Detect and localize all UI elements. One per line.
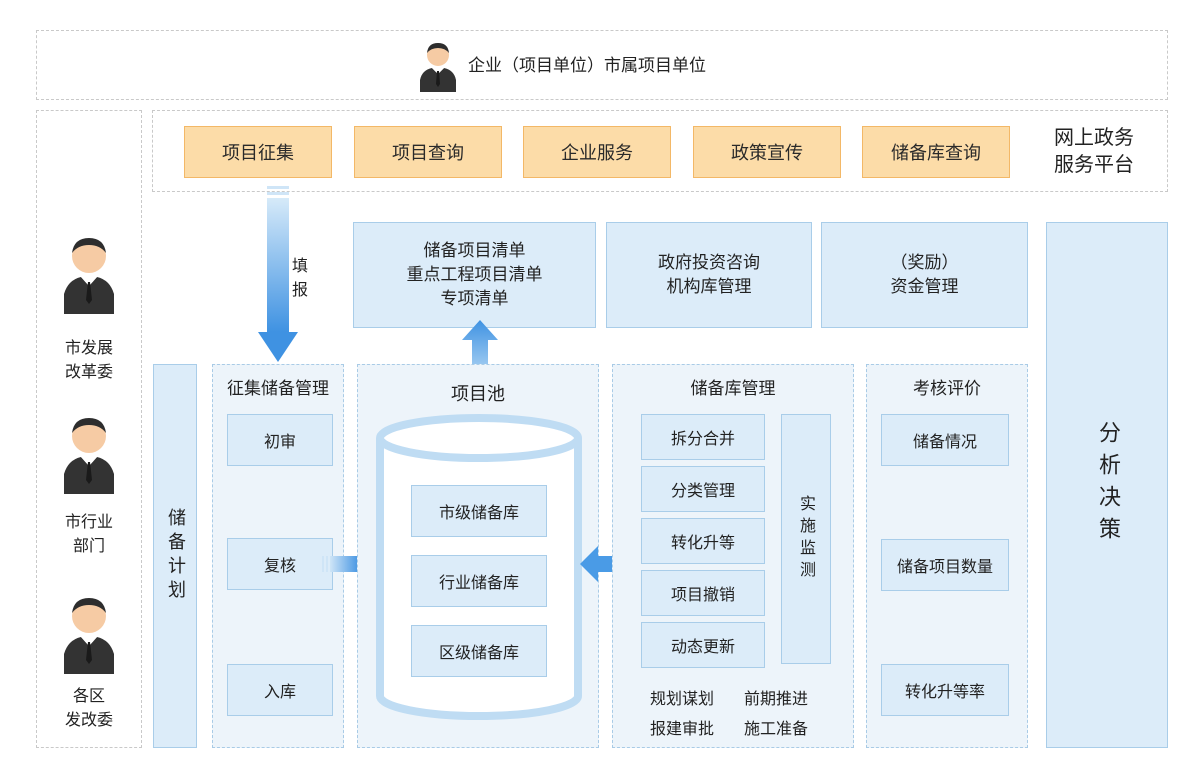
actor-industry: 市行业 部门 xyxy=(36,410,142,570)
analysis-decision-box: 分析决策 xyxy=(1046,222,1168,748)
fill-report-label: 填 报 xyxy=(292,256,309,299)
person-icon xyxy=(64,418,114,494)
collection-title: 征集储备管理 xyxy=(227,379,329,399)
arrow-down-icon xyxy=(258,186,298,362)
actor-label: 市行业 部门 xyxy=(64,512,113,555)
consulting-agency-box: 政府投资咨询 机构库管理 xyxy=(606,222,812,328)
eval-project-count: 储备项目数量 xyxy=(881,539,1009,591)
platform-button-query[interactable]: 项目查询 xyxy=(354,126,502,178)
eval-upgrade-rate: 转化升等率 xyxy=(881,664,1009,716)
reserve-plan-box: 储备计划 xyxy=(153,364,197,748)
evaluation-title: 考核评价 xyxy=(913,379,981,399)
stage-preliminary: 前期推进 xyxy=(744,689,809,708)
repo-district: 区级储备库 xyxy=(411,625,547,677)
person-icon xyxy=(64,238,114,314)
analysis-label: 分析决策 xyxy=(1095,421,1120,549)
stage-planning: 规划谋划 xyxy=(650,689,715,708)
repo-action-upgrade: 转化升等 xyxy=(641,518,765,564)
repo-city: 市级储备库 xyxy=(411,485,547,537)
platform-button-enterprise[interactable]: 企业服务 xyxy=(523,126,671,178)
repo-industry: 行业储备库 xyxy=(411,555,547,607)
funds-management-box: （奖励） 资金管理 xyxy=(821,222,1028,328)
actors-column xyxy=(36,110,142,748)
arrow-up-icon xyxy=(462,320,498,368)
platform-button-policy[interactable]: 政策宣传 xyxy=(693,126,841,178)
step-recheck: 复核 xyxy=(227,538,333,590)
actor-label: 各区 发改委 xyxy=(64,686,113,729)
stage-approval: 报建审批 xyxy=(650,719,715,738)
repo-action-revoke: 项目撤销 xyxy=(641,570,765,616)
platform-bar xyxy=(152,110,1168,192)
actor-district: 各区 发改委 xyxy=(36,590,142,750)
enterprise-title: 企业（项目单位）市属项目单位 xyxy=(468,56,706,76)
enterprise-bar xyxy=(36,30,1168,100)
reserve-plan-label: 储备计划 xyxy=(165,508,186,604)
implementation-monitor-label: 实施监测 xyxy=(797,495,816,583)
project-pool-title: 项目池 xyxy=(451,384,505,405)
implementation-monitor-box: 实施监测 xyxy=(781,414,831,664)
step-initial-review: 初审 xyxy=(227,414,333,466)
platform-button-repo-query[interactable]: 储备库查询 xyxy=(862,126,1010,178)
platform-label: 网上政务 服务平台 xyxy=(1054,125,1134,176)
platform-button-collect[interactable]: 项目征集 xyxy=(184,126,332,178)
person-icon xyxy=(64,598,114,674)
repo-action-classify: 分类管理 xyxy=(641,466,765,512)
repo-action-split-merge: 拆分合并 xyxy=(641,414,765,460)
repo-management-title: 储备库管理 xyxy=(690,379,776,399)
stage-construction-prep: 施工准备 xyxy=(744,719,809,738)
step-warehousing: 入库 xyxy=(227,664,333,716)
project-lists-box: 储备项目清单 重点工程项目清单 专项清单 xyxy=(353,222,596,328)
actor-label: 市发展 改革委 xyxy=(64,338,113,381)
eval-reserve-status: 储备情况 xyxy=(881,414,1009,466)
actor-ndrc: 市发展 改革委 xyxy=(36,230,142,390)
person-icon xyxy=(420,43,456,92)
repo-action-update: 动态更新 xyxy=(641,622,765,668)
